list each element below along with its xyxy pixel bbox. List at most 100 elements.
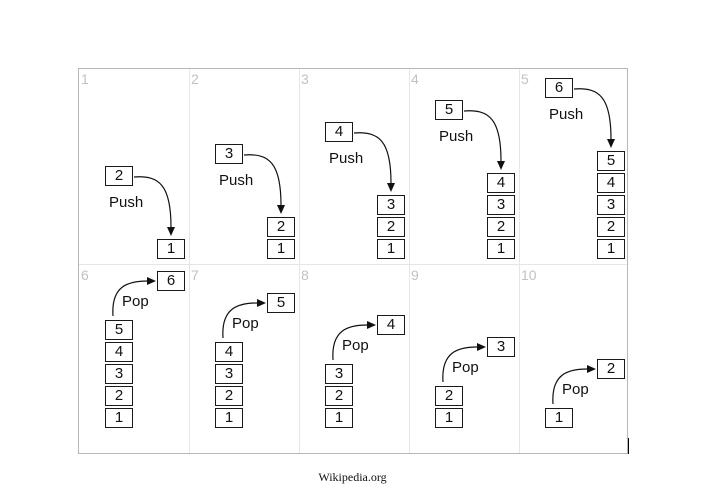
pushed-item: 4 — [325, 122, 353, 142]
stack-item: 4 — [487, 173, 515, 193]
pop-label: Pop — [232, 315, 259, 332]
stack-item: 2 — [325, 386, 353, 406]
stack-item: 4 — [597, 173, 625, 193]
pop-label: Pop — [122, 293, 149, 310]
panel-number: 7 — [191, 267, 199, 283]
stack-item: 1 — [597, 239, 625, 259]
stack-item: 2 — [215, 386, 243, 406]
arrow-head — [587, 365, 596, 373]
stack-item: 2 — [435, 386, 463, 406]
column-divider — [189, 69, 190, 453]
stack-item: 2 — [267, 217, 295, 237]
pushed-item: 3 — [215, 144, 243, 164]
stack-item: 5 — [105, 320, 133, 340]
text-cursor — [628, 438, 629, 454]
stack-item: 1 — [435, 408, 463, 428]
source-caption: Wikipedia.org — [318, 470, 387, 484]
arrow-head — [477, 343, 486, 351]
push-label: Push — [549, 106, 584, 123]
arrow-curve — [573, 88, 615, 148]
arrow-path — [243, 154, 282, 206]
stack-item: 3 — [597, 195, 625, 215]
arrow-curve — [552, 365, 596, 405]
arrow-path — [112, 280, 148, 317]
panel-number: 6 — [81, 267, 89, 283]
pop-label: Pop — [562, 381, 589, 398]
arrow-curve — [112, 277, 156, 317]
stack-item: 1 — [157, 239, 185, 259]
stack-item: 3 — [377, 195, 405, 215]
stack-item: 1 — [215, 408, 243, 428]
stack-item: 3 — [325, 364, 353, 384]
arrow-curve — [463, 110, 505, 170]
stack-item: 1 — [105, 408, 133, 428]
arrow-head — [167, 227, 175, 236]
stack-item: 2 — [377, 217, 405, 237]
column-divider — [409, 69, 410, 453]
stack-item: 1 — [545, 408, 573, 428]
stack-item: 1 — [325, 408, 353, 428]
arrow-path — [463, 110, 502, 162]
arrow-path — [222, 302, 258, 339]
stack-item: 2 — [105, 386, 133, 406]
arrow-head — [607, 139, 615, 148]
push-label: Push — [109, 194, 144, 211]
pushed-item: 6 — [545, 78, 573, 98]
row-divider — [79, 264, 627, 265]
stack-item: 4 — [215, 342, 243, 362]
arrow-curve — [133, 176, 175, 236]
panel-number: 2 — [191, 71, 199, 87]
panel-number: 8 — [301, 267, 309, 283]
arrow-path — [353, 132, 392, 184]
column-divider — [299, 69, 300, 453]
arrow-path — [573, 88, 612, 140]
panel-number: 1 — [81, 71, 89, 87]
pushed-item: 5 — [435, 100, 463, 120]
stack-item: 3 — [487, 195, 515, 215]
stack-item: 1 — [377, 239, 405, 259]
stack-item: 1 — [487, 239, 515, 259]
panel-number: 4 — [411, 71, 419, 87]
popped-item: 2 — [597, 359, 625, 379]
panel-number: 10 — [521, 267, 537, 283]
pushed-item: 2 — [105, 166, 133, 186]
panel-number: 9 — [411, 267, 419, 283]
pop-label: Pop — [342, 337, 369, 354]
push-label: Push — [329, 150, 364, 167]
arrow-curve — [353, 132, 395, 192]
stack-item: 5 — [597, 151, 625, 171]
panel-number: 3 — [301, 71, 309, 87]
arrow-path — [442, 346, 478, 383]
arrow-curve — [243, 154, 285, 214]
arrow-head — [147, 277, 156, 285]
arrow-head — [367, 321, 376, 329]
popped-item: 4 — [377, 315, 405, 335]
arrow-path — [133, 176, 172, 228]
popped-item: 6 — [157, 271, 185, 291]
arrow-head — [257, 299, 266, 307]
column-divider — [519, 69, 520, 453]
stack-item: 4 — [105, 342, 133, 362]
stack-item: 3 — [215, 364, 243, 384]
arrow-head — [277, 205, 285, 214]
arrow-curve — [442, 343, 486, 383]
arrow-head — [387, 183, 395, 192]
arrow-path — [332, 324, 368, 361]
stack-item: 3 — [105, 364, 133, 384]
arrow-curve — [222, 299, 266, 339]
arrow-path — [552, 368, 588, 405]
stack-item: 2 — [487, 217, 515, 237]
push-label: Push — [219, 172, 254, 189]
arrow-head — [497, 161, 505, 170]
